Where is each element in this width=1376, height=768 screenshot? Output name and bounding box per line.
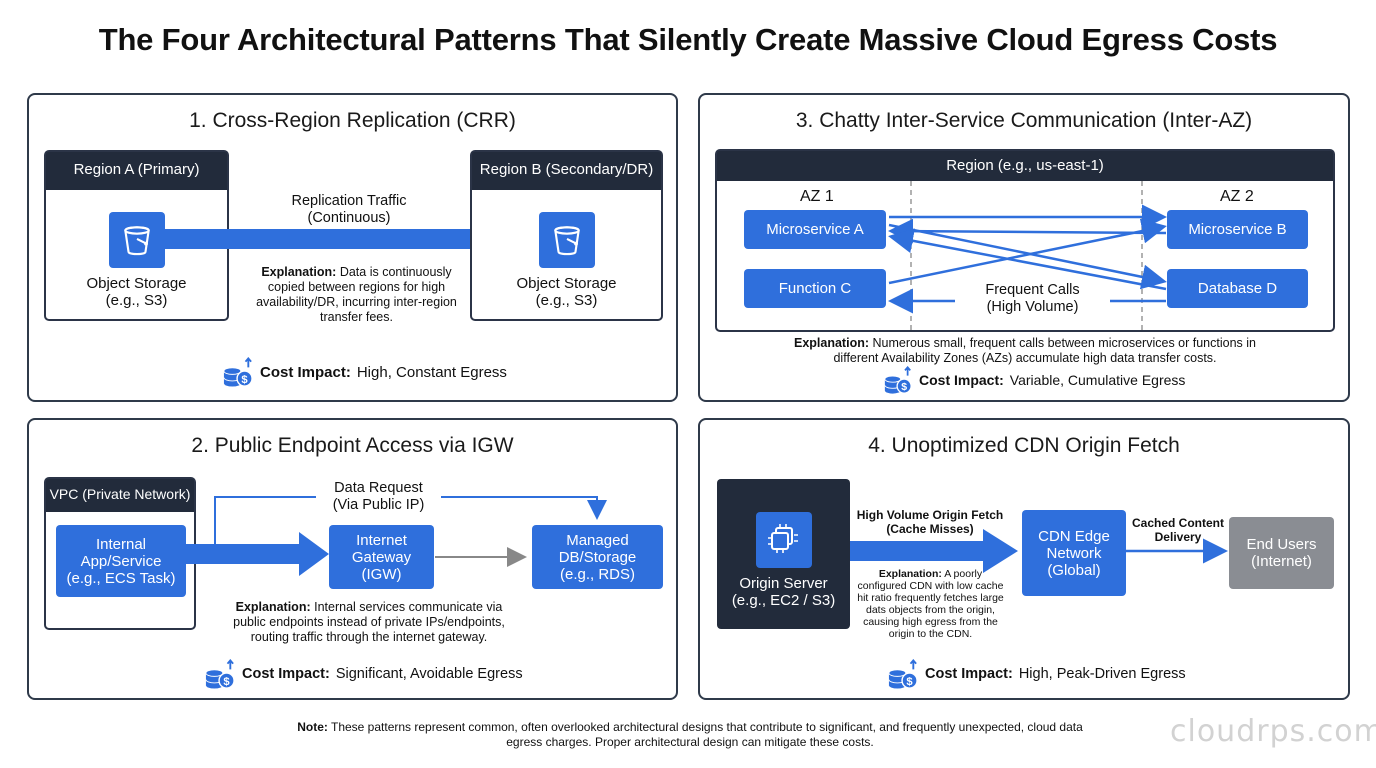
frequent-calls-label: Frequent Calls (High Volume) (955, 282, 1110, 316)
footer-note: Note: These patterns represent common, o… (297, 720, 1083, 749)
bucket-icon (109, 212, 165, 268)
panel-title: 2. Public Endpoint Access via IGW (191, 434, 514, 457)
cost-impact: Cost Impact: High, Peak-Driven Egress (887, 659, 1186, 689)
microservice-b: Microservice B (1167, 210, 1308, 249)
explanation-text: Explanation: Data is continuously copied… (256, 265, 457, 324)
panel-title: 1. Cross-Region Replication (CRR) (189, 109, 516, 132)
panel-chatty-inter-az: 3. Chatty Inter-Service Communication (I… (698, 93, 1350, 402)
az1-label: AZ 1 (800, 188, 834, 205)
bucket-icon (539, 212, 595, 268)
data-request-label: Data Request (Via Public IP) (316, 480, 441, 514)
server-chip-icon (756, 512, 812, 568)
coins-dollar-icon (222, 357, 254, 387)
microservice-a: Microservice A (744, 210, 886, 249)
storage-b-label: Object Storage (e.g., S3) (516, 275, 617, 309)
panel-title: 4. Unoptimized CDN Origin Fetch (868, 434, 1180, 457)
internet-gateway: Internet Gateway (IGW) (329, 525, 434, 589)
cost-impact: Cost Impact: Variable, Cumulative Egress (883, 366, 1185, 394)
cost-impact: Cost Impact: High, Constant Egress (222, 357, 507, 387)
function-c: Function C (744, 269, 886, 308)
coins-dollar-icon (887, 659, 919, 689)
az2-label: AZ 2 (1220, 188, 1254, 205)
coins-dollar-icon (883, 366, 913, 394)
coins-dollar-icon (204, 659, 236, 689)
explanation-text: Explanation: A poorly configured CDN wit… (857, 568, 1004, 640)
cached-content-label: Cached Content Delivery (1131, 516, 1224, 544)
origin-server-label: Origin Server (e.g., EC2 / S3) (731, 575, 836, 609)
panel-cdn-origin-fetch: 4. Unoptimized CDN Origin Fetch Origin S… (698, 418, 1350, 700)
explanation-text: Explanation: Numerous small, frequent ca… (794, 336, 1256, 365)
origin-fetch-label: High Volume Origin Fetch (Cache Misses) (856, 508, 1004, 536)
page-title: The Four Architectural Patterns That Sil… (98, 22, 1278, 57)
panel-cross-region-replication: 1. Cross-Region Replication (CRR) Region… (27, 93, 678, 402)
region-a-label: Region A (Primary) (46, 152, 227, 190)
panel-public-endpoint-igw: 2. Public Endpoint Access via IGW VPC (P… (27, 418, 678, 700)
internal-app-service: Internal App/Service (e.g., ECS Task) (56, 525, 186, 597)
region-label: Region (e.g., us-east-1) (717, 151, 1333, 181)
region-b-label: Region B (Secondary/DR) (472, 152, 661, 190)
watermark: cloudrps.com (1170, 714, 1376, 749)
vpc-label: VPC (Private Network) (46, 479, 194, 512)
storage-a-label: Object Storage (e.g., S3) (86, 275, 187, 309)
explanation-text: Explanation: Internal services communica… (233, 600, 505, 644)
managed-db-storage: Managed DB/Storage (e.g., RDS) (532, 525, 663, 589)
cdn-flow-arrows (850, 529, 1228, 573)
replication-traffic-label: Replication Traffic (Continuous) (291, 193, 407, 226)
end-users-box: End Users (Internet) (1229, 517, 1334, 589)
database-d: Database D (1167, 269, 1308, 308)
panel-title: 3. Chatty Inter-Service Communication (I… (795, 109, 1253, 132)
region-b-box: Region B (Secondary/DR) Object Storage (… (470, 150, 663, 321)
cost-impact: Cost Impact: Significant, Avoidable Egre… (204, 659, 523, 689)
cdn-edge-network: CDN Edge Network (Global) (1022, 510, 1126, 596)
replication-arrow (159, 215, 533, 263)
